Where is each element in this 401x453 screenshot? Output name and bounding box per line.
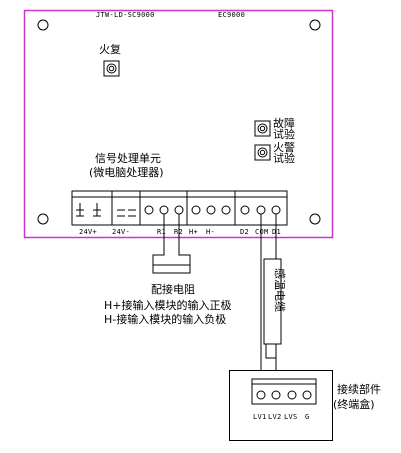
end-screw-lv2[interactable] <box>271 390 281 400</box>
end-label-lv2: LV2 <box>268 413 282 421</box>
fire-test-button[interactable] <box>254 144 271 161</box>
reset-label: 火复 <box>99 42 121 56</box>
fault-test-label-line1: 故障 <box>273 116 295 130</box>
sensor-cable-label: 感温电缆 <box>273 268 286 312</box>
note-h-plus: H+接输入模块的输入正极 <box>104 298 232 312</box>
fire-test-label-line2: 试验 <box>273 151 295 165</box>
end-label-lvs: LVS <box>284 413 298 421</box>
terminal-label-24v-minus: 24V- <box>112 228 130 236</box>
terminal-label-h-minus: H- <box>206 228 215 236</box>
board-model-right: EC9000 <box>218 11 245 19</box>
terminal-screw-h-plus[interactable] <box>191 205 201 215</box>
terminal-label-r1: R1 <box>157 228 166 236</box>
terminal-label-r2: R2 <box>174 228 183 236</box>
terminal-label-d2: D2 <box>240 228 249 236</box>
terminal-24v-minus[interactable] <box>117 209 136 217</box>
unit-title: 信号处理单元 <box>95 152 161 165</box>
fire-test-label-line1: 火警 <box>273 140 295 154</box>
terminal-label-d1: D1 <box>272 228 281 236</box>
end-screw-lv1[interactable] <box>256 390 266 400</box>
terminal-box-subtitle: (终端盒) <box>333 397 375 411</box>
mounting-hole-bottom-left <box>37 213 49 225</box>
terminal-screw-h-minus[interactable] <box>221 205 231 215</box>
end-screw-lvs[interactable] <box>287 390 297 400</box>
note-h-minus: H-接输入模块的输入负极 <box>104 312 226 326</box>
board-model-left: JTW-LD-SC9000 <box>96 11 155 19</box>
end-screw-g[interactable] <box>302 390 312 400</box>
end-label-g: G <box>305 413 310 421</box>
terminal-label-h-plus: H+ <box>189 228 198 236</box>
terminal-screw-d2[interactable] <box>240 205 250 215</box>
terminal-screw-r1a[interactable] <box>144 205 154 215</box>
fault-test-button[interactable] <box>254 120 271 137</box>
resistor-label: 配接电阻 <box>151 283 195 296</box>
terminal-screw-h-mid[interactable] <box>206 205 216 215</box>
terminal-box-title: 接续部件 <box>337 382 381 396</box>
mounting-hole-top-right <box>309 19 321 31</box>
end-label-lv1: LV1 <box>253 413 267 421</box>
unit-subtitle: (微电脑处理器) <box>89 165 164 179</box>
fault-test-label-line2: 试验 <box>273 127 295 141</box>
reset-button[interactable] <box>103 60 120 77</box>
terminal-label-24v-plus: 24V+ <box>79 228 97 236</box>
mounting-hole-bottom-right <box>309 213 321 225</box>
sensor-cable <box>263 258 282 345</box>
terminal-label-com: COM <box>255 228 269 236</box>
mounting-hole-top-left <box>37 19 49 31</box>
resistor <box>152 264 191 274</box>
terminal-24v-plus[interactable] <box>76 203 101 217</box>
resistor-wires <box>152 214 191 272</box>
